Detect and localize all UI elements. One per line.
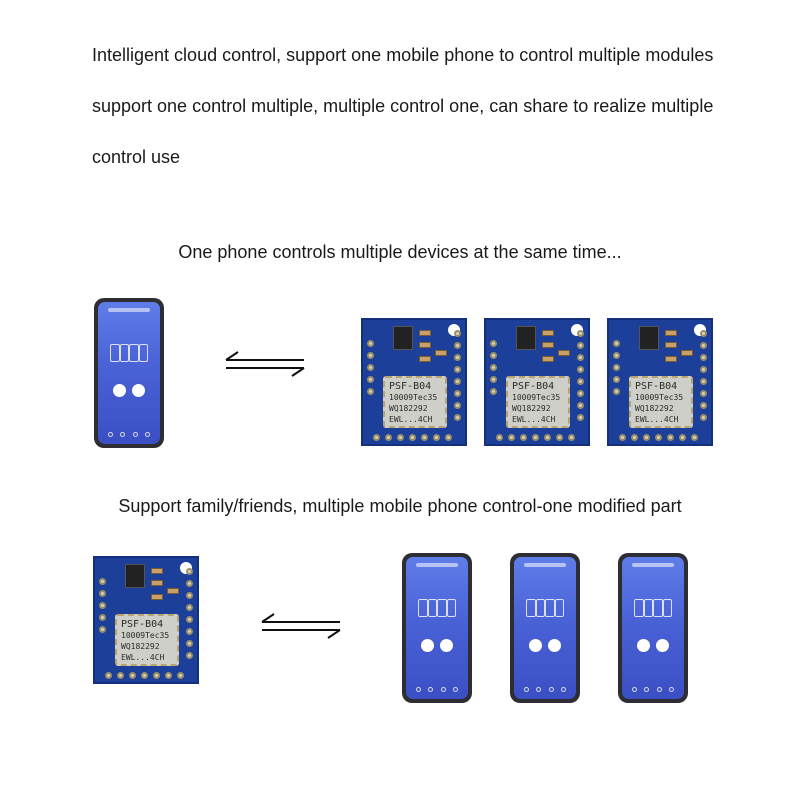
phone (510, 553, 580, 703)
phone-screen (514, 557, 576, 699)
section1-heading: One phone controls multiple devices at t… (178, 242, 622, 262)
phone (402, 553, 472, 703)
bidirectional-arrow-icon (261, 613, 341, 639)
bidirectional-arrow-icon (225, 351, 305, 377)
phone-screen (622, 557, 684, 699)
intro-line-2: support one control multiple, multiple c… (92, 96, 714, 116)
phone-screen (98, 302, 160, 444)
intro-line-3: control use (92, 147, 181, 167)
section2-heading: Support family/friends, multiple mobile … (118, 496, 682, 516)
phone-screen (406, 557, 468, 699)
intro-line-1: Intelligent cloud control, support one m… (92, 45, 714, 65)
intro-text: Intelligent cloud control, support one m… (92, 30, 792, 183)
phone (94, 298, 164, 448)
phone (618, 553, 688, 703)
